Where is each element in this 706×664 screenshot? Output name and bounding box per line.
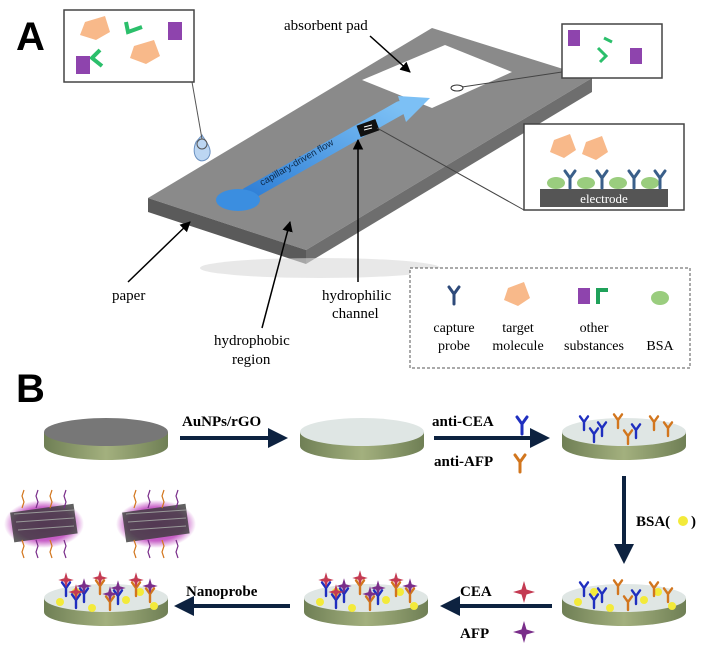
antigen-glyph <box>352 570 368 586</box>
legend-box: capture probe target molecule other subs… <box>409 267 691 369</box>
legend-capture-2: probe <box>438 339 470 354</box>
bsa-dot <box>574 598 582 606</box>
panel-b-label: B <box>16 367 45 411</box>
step-nanoprobe-label: Nanoprobe <box>186 584 258 600</box>
legend-target-2: molecule <box>492 339 543 354</box>
antigen-glyph <box>92 570 108 586</box>
bsa-dot <box>316 598 324 606</box>
bsa-dot <box>382 596 390 604</box>
bsa-dot <box>606 604 614 612</box>
legend-capture-1: capture <box>433 321 474 336</box>
bsa-dot <box>668 602 676 610</box>
disk-antibodies <box>562 418 686 460</box>
step-cea-label: CEA <box>460 584 492 600</box>
panel-a-label: A <box>16 15 45 59</box>
step-anti-cea-label: anti-CEA <box>432 414 494 430</box>
probe-strand <box>175 489 179 559</box>
label-hydrophobic-2: region <box>232 352 271 368</box>
bsa-dot <box>348 604 356 612</box>
bsa-dot <box>88 604 96 612</box>
step-anti-afp-label: anti-AFP <box>434 454 493 470</box>
legend-target-1: target <box>502 321 534 336</box>
legend-other-1: other <box>580 321 609 336</box>
electrode-chip <box>356 118 380 138</box>
bsa-dot <box>136 588 144 596</box>
label-hydrophilic-2: channel <box>332 306 379 322</box>
legend-bsa: BSA <box>646 339 674 354</box>
disk5-probes <box>316 570 418 612</box>
disk-aunps <box>300 418 424 460</box>
absorbent-pad-area <box>362 45 512 108</box>
probe-strand <box>161 489 165 559</box>
disk4-probes <box>574 579 676 612</box>
disk-bare <box>44 418 168 460</box>
step-bsa-close: ) <box>691 514 696 530</box>
inset-electrode: electrode <box>376 123 685 211</box>
probe-strand <box>147 489 151 559</box>
inset-pad <box>450 23 663 92</box>
probe-strand <box>21 489 25 559</box>
bsa-dot <box>122 596 130 604</box>
antigen-glyph <box>318 572 334 588</box>
inset-sample <box>63 9 195 83</box>
bsa-dot <box>410 602 418 610</box>
bsa-dot <box>396 588 404 596</box>
bsa-dot <box>590 588 598 596</box>
nanoprobe-left <box>4 489 84 559</box>
bsa-dot <box>150 602 158 610</box>
electrode-label: electrode <box>580 191 628 206</box>
disk6-probes <box>56 570 158 612</box>
label-hydrophobic-1: hydrophobic <box>214 333 290 349</box>
antigen-glyph <box>58 572 74 588</box>
probe-strand <box>35 489 39 559</box>
label-absorbent-pad: absorbent pad <box>284 18 368 34</box>
step-bsa-label: BSA( <box>636 514 670 530</box>
step-aunps-label: AuNPs/rGO <box>182 414 261 430</box>
bsa-dot <box>56 598 64 606</box>
legend-other-2: substances <box>564 339 624 354</box>
label-paper: paper <box>112 288 145 304</box>
label-hydrophilic-1: hydrophilic <box>322 288 391 304</box>
probe-strand <box>133 489 137 559</box>
bsa-dot <box>640 596 648 604</box>
nanoprobe-right <box>116 489 196 559</box>
probe-strand <box>63 489 67 559</box>
bsa-dot <box>654 588 662 596</box>
probe-strand <box>49 489 53 559</box>
step-afp-label: AFP <box>460 626 489 642</box>
